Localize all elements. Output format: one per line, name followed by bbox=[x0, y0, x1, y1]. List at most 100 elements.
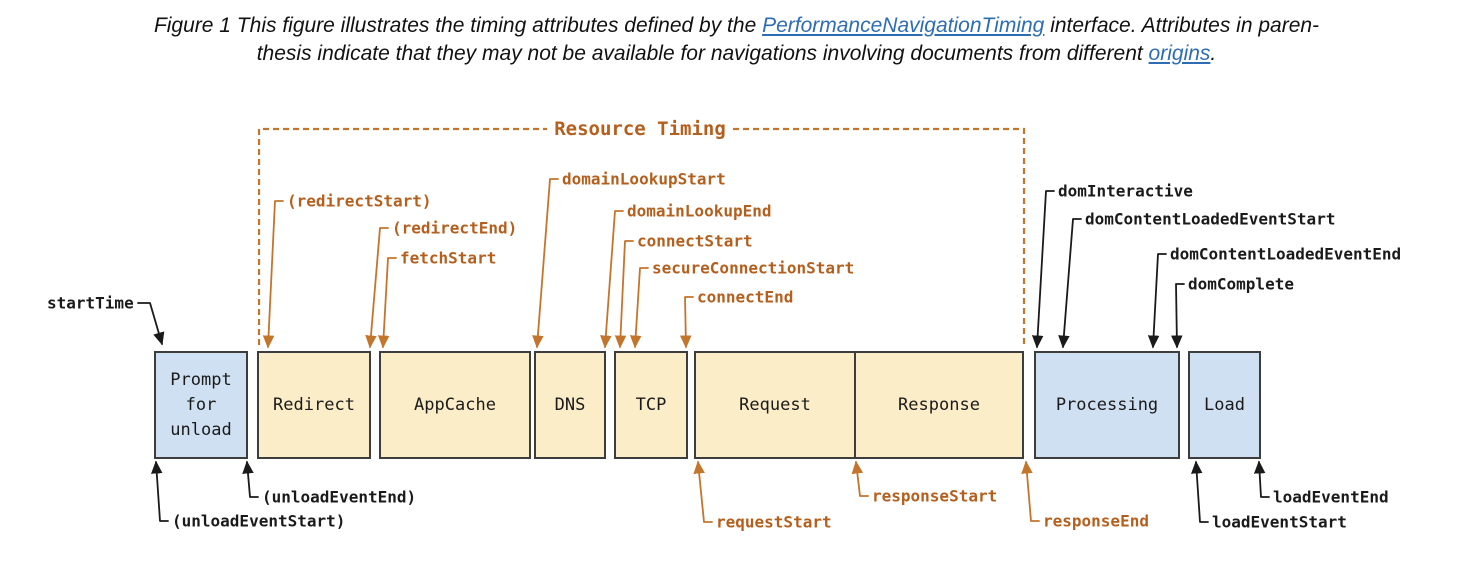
leader-arrow-requestStart bbox=[693, 460, 713, 523]
leader-arrow-domContentLoadedEventEnd bbox=[1147, 253, 1167, 349]
leader-arrow-startTime bbox=[137, 302, 165, 346]
leader-arrow-redirectEnd bbox=[365, 227, 389, 349]
box-appcache: AppCache bbox=[379, 351, 531, 459]
leader-arrow-domContentLoadedEventStart bbox=[1058, 218, 1082, 349]
origins-link[interactable]: origins bbox=[1148, 42, 1211, 65]
box-label-dns: DNS bbox=[555, 395, 586, 415]
leader-arrow-domComplete bbox=[1171, 283, 1185, 349]
leader-arrow-unloadEventEnd bbox=[242, 460, 259, 498]
label-domComplete: domComplete bbox=[1188, 275, 1294, 294]
caption-text: Figure 1 This figure illustrates the tim… bbox=[153, 14, 763, 37]
annotation-secureConnectionStart: secureConnectionStart bbox=[629, 259, 854, 349]
box-redirect: Redirect bbox=[257, 351, 371, 459]
leader-arrow-connectEnd bbox=[680, 296, 694, 349]
leader-arrow-secureConnectionStart bbox=[629, 267, 649, 349]
bracket-dashed-line-right bbox=[733, 127, 1026, 345]
label-fetchStart: fetchStart bbox=[400, 249, 496, 268]
label-redirectStart: (redirectStart) bbox=[287, 192, 432, 211]
annotation-responseEnd: responseEnd bbox=[1021, 460, 1149, 531]
label-connectEnd: connectEnd bbox=[697, 288, 793, 307]
bracket-dashed-line-left bbox=[257, 127, 547, 345]
label-domInteractive: domInteractive bbox=[1058, 182, 1193, 201]
label-requestStart: requestStart bbox=[716, 513, 832, 532]
annotation-connectEnd: connectEnd bbox=[680, 288, 793, 349]
resource-timing-label: Resource Timing bbox=[554, 118, 726, 140]
box-label-load: Load bbox=[1204, 395, 1245, 415]
box-rect-response bbox=[854, 351, 1024, 459]
box-label-appcache: AppCache bbox=[414, 395, 496, 415]
annotation-domainLookupEnd: domainLookupEnd bbox=[600, 202, 772, 349]
label-startTime: startTime bbox=[47, 294, 134, 313]
annotation-responseStart: responseStart bbox=[851, 460, 997, 506]
box-label-prompt-for-unload: Prompt bbox=[170, 370, 231, 390]
annotation-domInteractive: domInteractive bbox=[1031, 182, 1193, 349]
annotation-domContentLoadedEventEnd: domContentLoadedEventEnd bbox=[1147, 245, 1401, 349]
leader-arrow-connectStart bbox=[614, 240, 634, 349]
leader-arrow-unloadEventStart bbox=[151, 460, 169, 522]
box-rect-request bbox=[694, 351, 856, 459]
annotation-domainLookupStart: domainLookupStart bbox=[532, 170, 726, 349]
caption-text: thesis indicate that they may not be ava… bbox=[256, 42, 1149, 65]
box-processing: Processing bbox=[1034, 351, 1180, 459]
box-label-tcp: TCP bbox=[636, 395, 667, 415]
label-responseEnd: responseEnd bbox=[1043, 512, 1149, 531]
performance-navigation-timing-link[interactable]: PerformanceNavigationTiming bbox=[762, 14, 1045, 37]
caption-text: interface. Attributes in paren- bbox=[1044, 14, 1320, 37]
figure-caption: Figure 1 This figure illustrates the tim… bbox=[0, 12, 1473, 68]
leader-arrow-domInteractive bbox=[1031, 190, 1055, 349]
annotation-startTime: startTime bbox=[47, 294, 165, 346]
label-secureConnectionStart: secureConnectionStart bbox=[652, 259, 854, 278]
box-rect-prompt-for-unload bbox=[154, 351, 248, 459]
label-domContentLoadedEventEnd: domContentLoadedEventEnd bbox=[1170, 245, 1401, 264]
box-label-processing: Processing bbox=[1056, 395, 1158, 415]
leader-arrow-redirectStart bbox=[262, 200, 284, 349]
box-rect-tcp bbox=[614, 351, 688, 459]
annotation-requestStart: requestStart bbox=[693, 460, 832, 532]
leader-arrow-domainLookupStart bbox=[532, 178, 559, 349]
annotation-connectStart: connectStart bbox=[614, 232, 753, 349]
annotation-unloadEventEnd: (unloadEventEnd) bbox=[242, 460, 416, 507]
label-unloadEventEnd: (unloadEventEnd) bbox=[262, 488, 416, 507]
box-dns: DNS bbox=[534, 351, 606, 459]
box-rect-dns bbox=[534, 351, 606, 459]
annotation-domComplete: domComplete bbox=[1171, 275, 1294, 349]
box-load: Load bbox=[1188, 351, 1261, 459]
annotation-domContentLoadedEventStart: domContentLoadedEventStart bbox=[1058, 210, 1335, 349]
label-domainLookupEnd: domainLookupEnd bbox=[627, 202, 772, 221]
box-label-request: Request bbox=[739, 395, 811, 415]
leader-arrow-responseEnd bbox=[1021, 460, 1040, 522]
label-loadEventStart: loadEventStart bbox=[1212, 513, 1347, 532]
box-label-redirect: Redirect bbox=[273, 395, 355, 415]
label-domainLookupStart: domainLookupStart bbox=[562, 170, 726, 189]
box-rect-processing bbox=[1034, 351, 1180, 459]
leader-arrow-domainLookupEnd bbox=[600, 210, 624, 349]
box-label-prompt-for-unload: for bbox=[186, 395, 217, 415]
annotation-redirectEnd: (redirectEnd) bbox=[365, 219, 517, 349]
label-connectStart: connectStart bbox=[637, 232, 753, 251]
box-label-prompt-for-unload: unload bbox=[170, 420, 231, 440]
annotation-fetchStart: fetchStart bbox=[377, 249, 496, 349]
label-responseStart: responseStart bbox=[872, 487, 997, 506]
box-rect-load bbox=[1188, 351, 1261, 459]
label-domContentLoadedEventStart: domContentLoadedEventStart bbox=[1085, 210, 1335, 229]
caption-text: . bbox=[1210, 42, 1217, 65]
leader-arrow-responseStart bbox=[851, 460, 869, 497]
box-tcp: TCP bbox=[614, 351, 688, 459]
label-redirectEnd: (redirectEnd) bbox=[392, 219, 517, 238]
resource-timing-bracket: Resource Timing bbox=[257, 118, 1026, 345]
leader-arrow-loadEventEnd bbox=[1253, 460, 1270, 498]
box-request: Request bbox=[694, 351, 856, 459]
label-unloadEventStart: (unloadEventStart) bbox=[172, 512, 345, 531]
leader-arrow-loadEventStart bbox=[1191, 460, 1209, 523]
annotation-loadEventEnd: loadEventEnd bbox=[1253, 460, 1389, 507]
label-loadEventEnd: loadEventEnd bbox=[1273, 488, 1389, 507]
annotation-unloadEventStart: (unloadEventStart) bbox=[151, 460, 345, 531]
box-response: Response bbox=[854, 351, 1024, 459]
box-label-response: Response bbox=[898, 395, 980, 415]
annotation-redirectStart: (redirectStart) bbox=[262, 192, 432, 349]
box-prompt-for-unload: Prompt for unload bbox=[154, 351, 248, 459]
annotation-loadEventStart: loadEventStart bbox=[1191, 460, 1347, 532]
box-rect-redirect bbox=[257, 351, 371, 459]
